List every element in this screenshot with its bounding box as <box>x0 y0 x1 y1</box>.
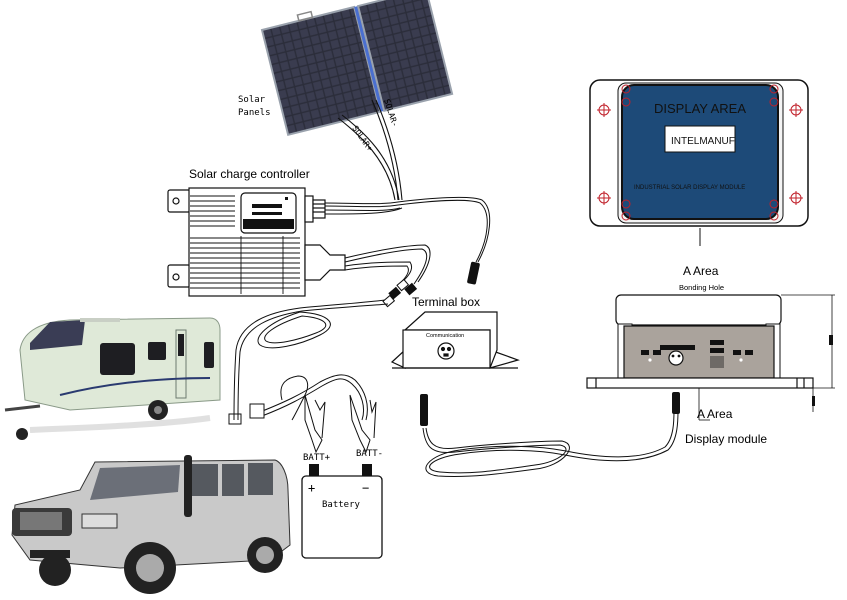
battery-plus-sign: + <box>308 481 315 495</box>
solar-panel-right <box>356 0 454 113</box>
a-area-bottom-label: A Area <box>697 407 733 421</box>
display-area-title: DISPLAY AREA <box>654 101 746 116</box>
batt-pos-label: BATT+ <box>303 453 331 463</box>
solar-pos-wire-label: SOLAR+ <box>350 124 374 153</box>
battery-minus-sign: − <box>362 481 369 495</box>
communication-port <box>437 342 455 360</box>
terminal-box <box>390 311 520 369</box>
display-module-side <box>586 294 835 421</box>
communication-cable <box>422 409 679 478</box>
communication-label: Communication <box>426 333 464 339</box>
solar-wires <box>337 99 403 201</box>
battery: BATT+ BATT- + − Battery <box>301 449 383 559</box>
comm-plug-left <box>420 394 428 426</box>
display-module-label: Display module <box>685 432 767 446</box>
terminal-box-label: Terminal box <box>412 295 480 309</box>
panel-handle <box>296 10 314 22</box>
mount-holes <box>597 84 803 221</box>
bonding-hole-label: Bonding Hole <box>679 283 724 292</box>
brand-plate <box>664 125 736 153</box>
caravan-cable <box>228 299 389 425</box>
a-area-top-label: A Area <box>683 264 719 278</box>
solar-panels-label-2: Panels <box>238 108 271 118</box>
batt-pos-terminal <box>309 464 319 476</box>
batt-neg-label: BATT- <box>356 449 383 459</box>
battery-clamp-cables <box>249 374 377 454</box>
battery-label: Battery <box>322 500 361 510</box>
batt-neg-terminal <box>362 464 372 476</box>
solar-panels <box>260 0 454 137</box>
display-module-front <box>589 79 809 246</box>
caravan-icon <box>4 317 221 440</box>
suv-icon <box>11 455 291 594</box>
battery-body <box>301 475 383 559</box>
charge-controller <box>167 187 346 297</box>
terminal-plug <box>467 261 480 285</box>
controller-wires <box>324 196 491 286</box>
solar-panel-divider <box>354 6 385 112</box>
brand-name: INTELMANUF <box>671 136 735 147</box>
charge-controller-label: Solar charge controller <box>189 167 310 181</box>
display-subtitle: INDUSTRIAL SOLAR DISPLAY MODULE <box>634 185 745 191</box>
solar-panels-label-1: Solar <box>238 95 266 105</box>
comm-plug-right <box>672 392 680 414</box>
